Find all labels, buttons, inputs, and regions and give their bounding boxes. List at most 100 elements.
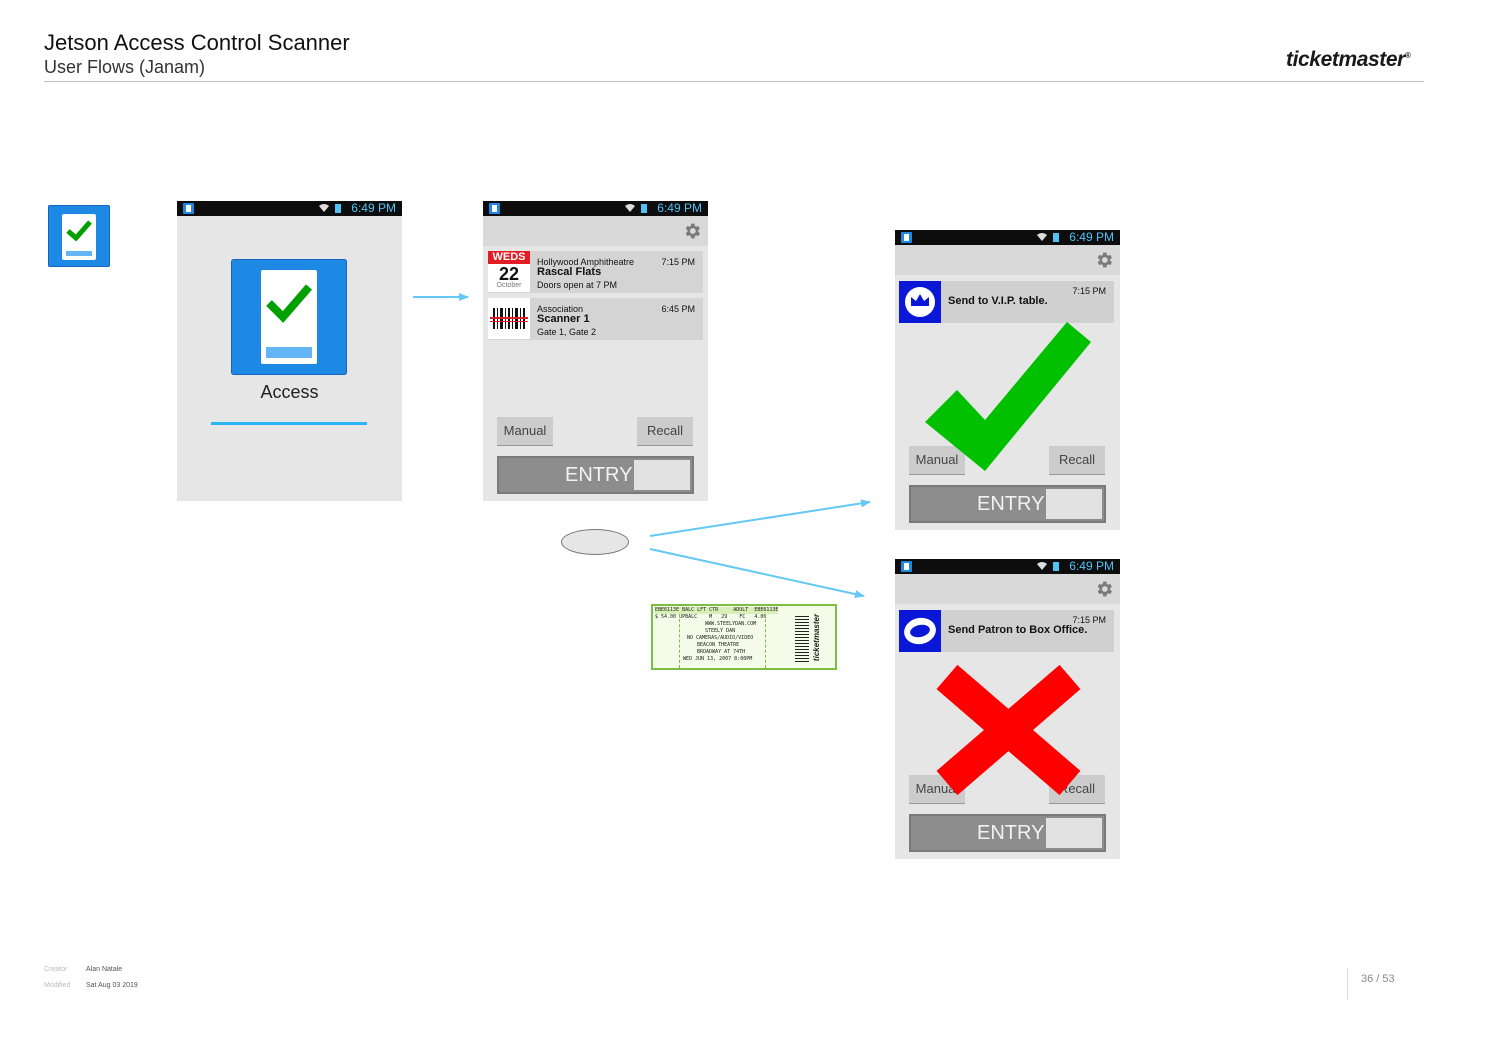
entry-toggle[interactable]: ENTRY bbox=[909, 485, 1106, 523]
entry-toggle[interactable]: ENTRY bbox=[909, 814, 1106, 852]
app-status-icon bbox=[183, 203, 194, 214]
document-subtitle: User Flows (Janam) bbox=[44, 57, 206, 77]
ticket-barcode bbox=[795, 614, 809, 662]
battery-icon bbox=[335, 204, 341, 213]
ticket-brand: ticketmaster bbox=[812, 613, 822, 662]
scan-trigger-ellipse[interactable] bbox=[561, 529, 629, 555]
wifi-icon bbox=[319, 204, 329, 212]
splash-screen: 6:49 PM Access bbox=[177, 201, 402, 501]
ticket-row: WWW.STEELYDAN.COM bbox=[705, 621, 757, 627]
toolbar bbox=[483, 216, 708, 246]
message-text: Send Patron to Box Office. bbox=[948, 624, 1088, 636]
entry-label: ENTRY bbox=[977, 493, 1045, 515]
status-time: 6:49 PM bbox=[1069, 559, 1114, 573]
event-detail: Doors open at 7 PM bbox=[537, 280, 618, 290]
wifi-icon bbox=[625, 204, 635, 212]
ticket-image: EBE6113E BALC LFT CTR ADULT EBE6113E $ 5… bbox=[651, 604, 837, 670]
modified-label: Modified bbox=[44, 982, 71, 989]
arrow-to-fail bbox=[649, 548, 865, 598]
manual-button[interactable]: Manual bbox=[497, 417, 553, 445]
event-name: Scanner 1 bbox=[537, 313, 590, 325]
battery-icon bbox=[641, 204, 647, 213]
ticket-row: EBE6113E BALC LFT CTR ADULT EBE6113E bbox=[655, 607, 779, 614]
event-detail: Gate 1, Gate 2 bbox=[537, 327, 597, 337]
ticket-row: WED JUN 13, 2007 8:00PM bbox=[683, 656, 753, 662]
recall-button[interactable]: Recall bbox=[637, 417, 693, 445]
ticket-stub-divider bbox=[679, 614, 681, 668]
event-time: 6:45 PM bbox=[661, 304, 695, 314]
event-list-item[interactable]: Association Scanner 1 Gate 1, Gate 2 6:4… bbox=[488, 298, 703, 340]
status-bar: 6:49 PM bbox=[483, 201, 708, 216]
entry-toggle-knob[interactable] bbox=[1046, 489, 1102, 519]
app-status-icon bbox=[901, 561, 912, 572]
status-bar: 6:49 PM bbox=[177, 201, 402, 216]
app-status-icon bbox=[901, 232, 912, 243]
recall-button[interactable]: Recall bbox=[1049, 446, 1105, 474]
footer-divider bbox=[1347, 968, 1348, 1000]
wifi-icon bbox=[1037, 562, 1047, 570]
date-day: 22 bbox=[498, 264, 520, 284]
entry-label: ENTRY bbox=[977, 822, 1045, 844]
creator-value: Alan Natale bbox=[86, 966, 123, 973]
scan-success-screen: 6:49 PM 7:15 PM Send to V.I.P. table. Ma… bbox=[895, 230, 1120, 530]
modified-value: Sat Aug 03 2019 bbox=[86, 982, 138, 989]
checkmark-icon bbox=[66, 220, 92, 241]
date-month: October bbox=[496, 282, 522, 289]
scan-fail-screen: 6:49 PM 7:15 PM Send Patron to Box Offic… bbox=[895, 559, 1120, 859]
date-tile: WEDS 22 October bbox=[488, 251, 530, 292]
status-time: 6:49 PM bbox=[657, 201, 702, 215]
access-app-icon-large bbox=[231, 259, 347, 375]
status-bar: 6:49 PM bbox=[895, 230, 1120, 245]
wifi-icon bbox=[1037, 233, 1047, 241]
toolbar bbox=[895, 245, 1120, 275]
creator-label: Creator bbox=[44, 966, 68, 973]
battery-icon bbox=[1053, 233, 1059, 242]
event-venue: Hollywood Amphitheatre bbox=[537, 257, 635, 267]
entry-toggle-knob[interactable] bbox=[634, 460, 690, 490]
entry-toggle-knob[interactable] bbox=[1046, 818, 1102, 848]
box-office-message-card: 7:15 PM Send Patron to Box Office. bbox=[899, 610, 1114, 652]
event-time: 7:15 PM bbox=[661, 257, 695, 267]
arrow-to-success bbox=[649, 499, 871, 537]
event-venue: Association bbox=[537, 304, 584, 314]
app-icon-bar bbox=[66, 251, 92, 256]
entry-label: ENTRY bbox=[565, 464, 633, 486]
ticket-row: BROADWAY AT 74TH bbox=[697, 649, 746, 655]
ticket-stub-divider bbox=[765, 614, 767, 668]
ticketmaster-logo: ticketmaster® bbox=[1286, 48, 1411, 71]
message-time: 7:15 PM bbox=[1072, 286, 1106, 296]
vip-message-card: 7:15 PM Send to V.I.P. table. bbox=[899, 281, 1114, 323]
message-time: 7:15 PM bbox=[1072, 615, 1106, 625]
header-divider bbox=[44, 81, 1424, 82]
event-list-screen: 6:49 PM WEDS 22 October Hollywood Amphit… bbox=[483, 201, 708, 501]
battery-icon bbox=[1053, 562, 1059, 571]
status-time: 6:49 PM bbox=[351, 201, 396, 215]
date-weekday: WEDS bbox=[488, 251, 530, 264]
gear-icon[interactable] bbox=[1094, 250, 1114, 270]
entry-toggle[interactable]: ENTRY bbox=[497, 456, 694, 494]
ticket-row: BEACON THEATRE bbox=[697, 642, 740, 648]
ticket-row: STEELY DAN bbox=[705, 628, 736, 634]
page-number: 36 / 53 bbox=[1361, 973, 1395, 985]
loading-bar bbox=[211, 422, 367, 425]
status-bar: 6:49 PM bbox=[895, 559, 1120, 574]
gear-icon[interactable] bbox=[1094, 579, 1114, 599]
denied-x-icon bbox=[936, 664, 1081, 796]
message-text: Send to V.I.P. table. bbox=[948, 295, 1048, 307]
checkmark-icon bbox=[266, 284, 313, 323]
box-office-icon bbox=[899, 610, 941, 652]
gear-icon[interactable] bbox=[682, 221, 702, 241]
event-name: Rascal Flats bbox=[537, 266, 602, 278]
document-title: Jetson Access Control Scanner bbox=[44, 30, 350, 55]
crown-icon bbox=[899, 281, 941, 323]
event-list-item[interactable]: WEDS 22 October Hollywood Amphitheatre R… bbox=[488, 251, 703, 293]
ticket-row: $ 54.00 UPBALC M 29 FC 4.00 bbox=[655, 614, 767, 620]
ticket-row: NO CAMERAS/AUDIO/VIDEO bbox=[687, 635, 754, 641]
barcode-icon bbox=[488, 298, 530, 339]
manual-button[interactable]: Manual bbox=[909, 446, 965, 474]
loading-bar-fill bbox=[211, 422, 367, 425]
status-time: 6:49 PM bbox=[1069, 230, 1114, 244]
approved-checkmark-icon bbox=[925, 322, 1091, 471]
access-app-icon[interactable] bbox=[48, 205, 110, 267]
